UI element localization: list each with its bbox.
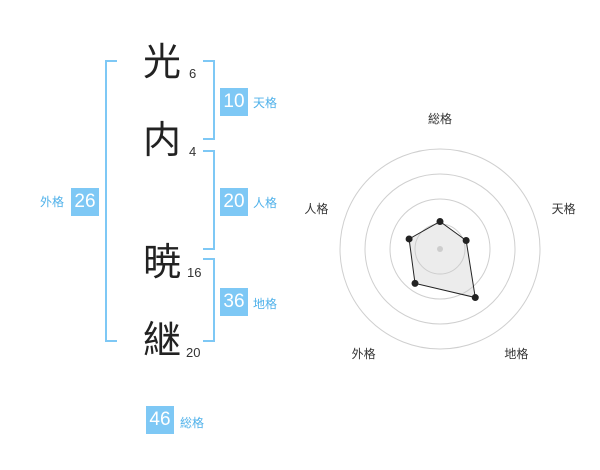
radar-axis-label: 地格 [504, 346, 528, 361]
gaikaku-bracket [105, 60, 117, 342]
radar-polygon [408, 220, 476, 299]
jinkaku-badge: 20 [220, 188, 248, 216]
stroke-count-2: 4 [189, 144, 197, 159]
name-char-1: 光 [142, 40, 181, 84]
radar-ring [339, 148, 541, 350]
radar-point [471, 294, 479, 302]
radar-point [462, 237, 470, 245]
radar-ring [389, 198, 491, 300]
gaikaku-label: 外格 [40, 195, 65, 209]
name-char-3: 暁 [142, 240, 181, 284]
stroke-count-1: 6 [189, 66, 197, 81]
chikaku-badge: 36 [220, 288, 248, 316]
name-char-4: 継 [142, 318, 181, 362]
name-char-2: 内 [142, 118, 181, 162]
radar-point [405, 235, 413, 243]
jinkaku-label: 人格 [253, 196, 278, 210]
radar-point [411, 279, 419, 287]
radar-axis-label: 天格 [552, 201, 576, 216]
radar-axis-label: 外格 [352, 346, 376, 361]
stroke-count-3: 16 [187, 265, 202, 280]
soukaku-label: 総格 [180, 416, 205, 430]
radar-center [437, 246, 443, 252]
tenkaku-label: 天格 [253, 96, 278, 110]
radar-point [436, 218, 444, 225]
tenkaku-bracket [203, 60, 215, 140]
chikaku-label: 地格 [253, 297, 278, 311]
radar-axis-label: 総格 [428, 111, 452, 126]
jinkaku-bracket [203, 150, 215, 250]
stroke-count-4: 20 [186, 345, 201, 360]
radar-axis-label: 人格 [304, 201, 328, 216]
radar-ring [364, 173, 516, 325]
soukaku-badge: 46 [146, 406, 174, 434]
tenkaku-badge: 10 [220, 88, 248, 116]
chikaku-bracket [203, 258, 215, 342]
gaikaku-badge: 26 [71, 188, 99, 216]
